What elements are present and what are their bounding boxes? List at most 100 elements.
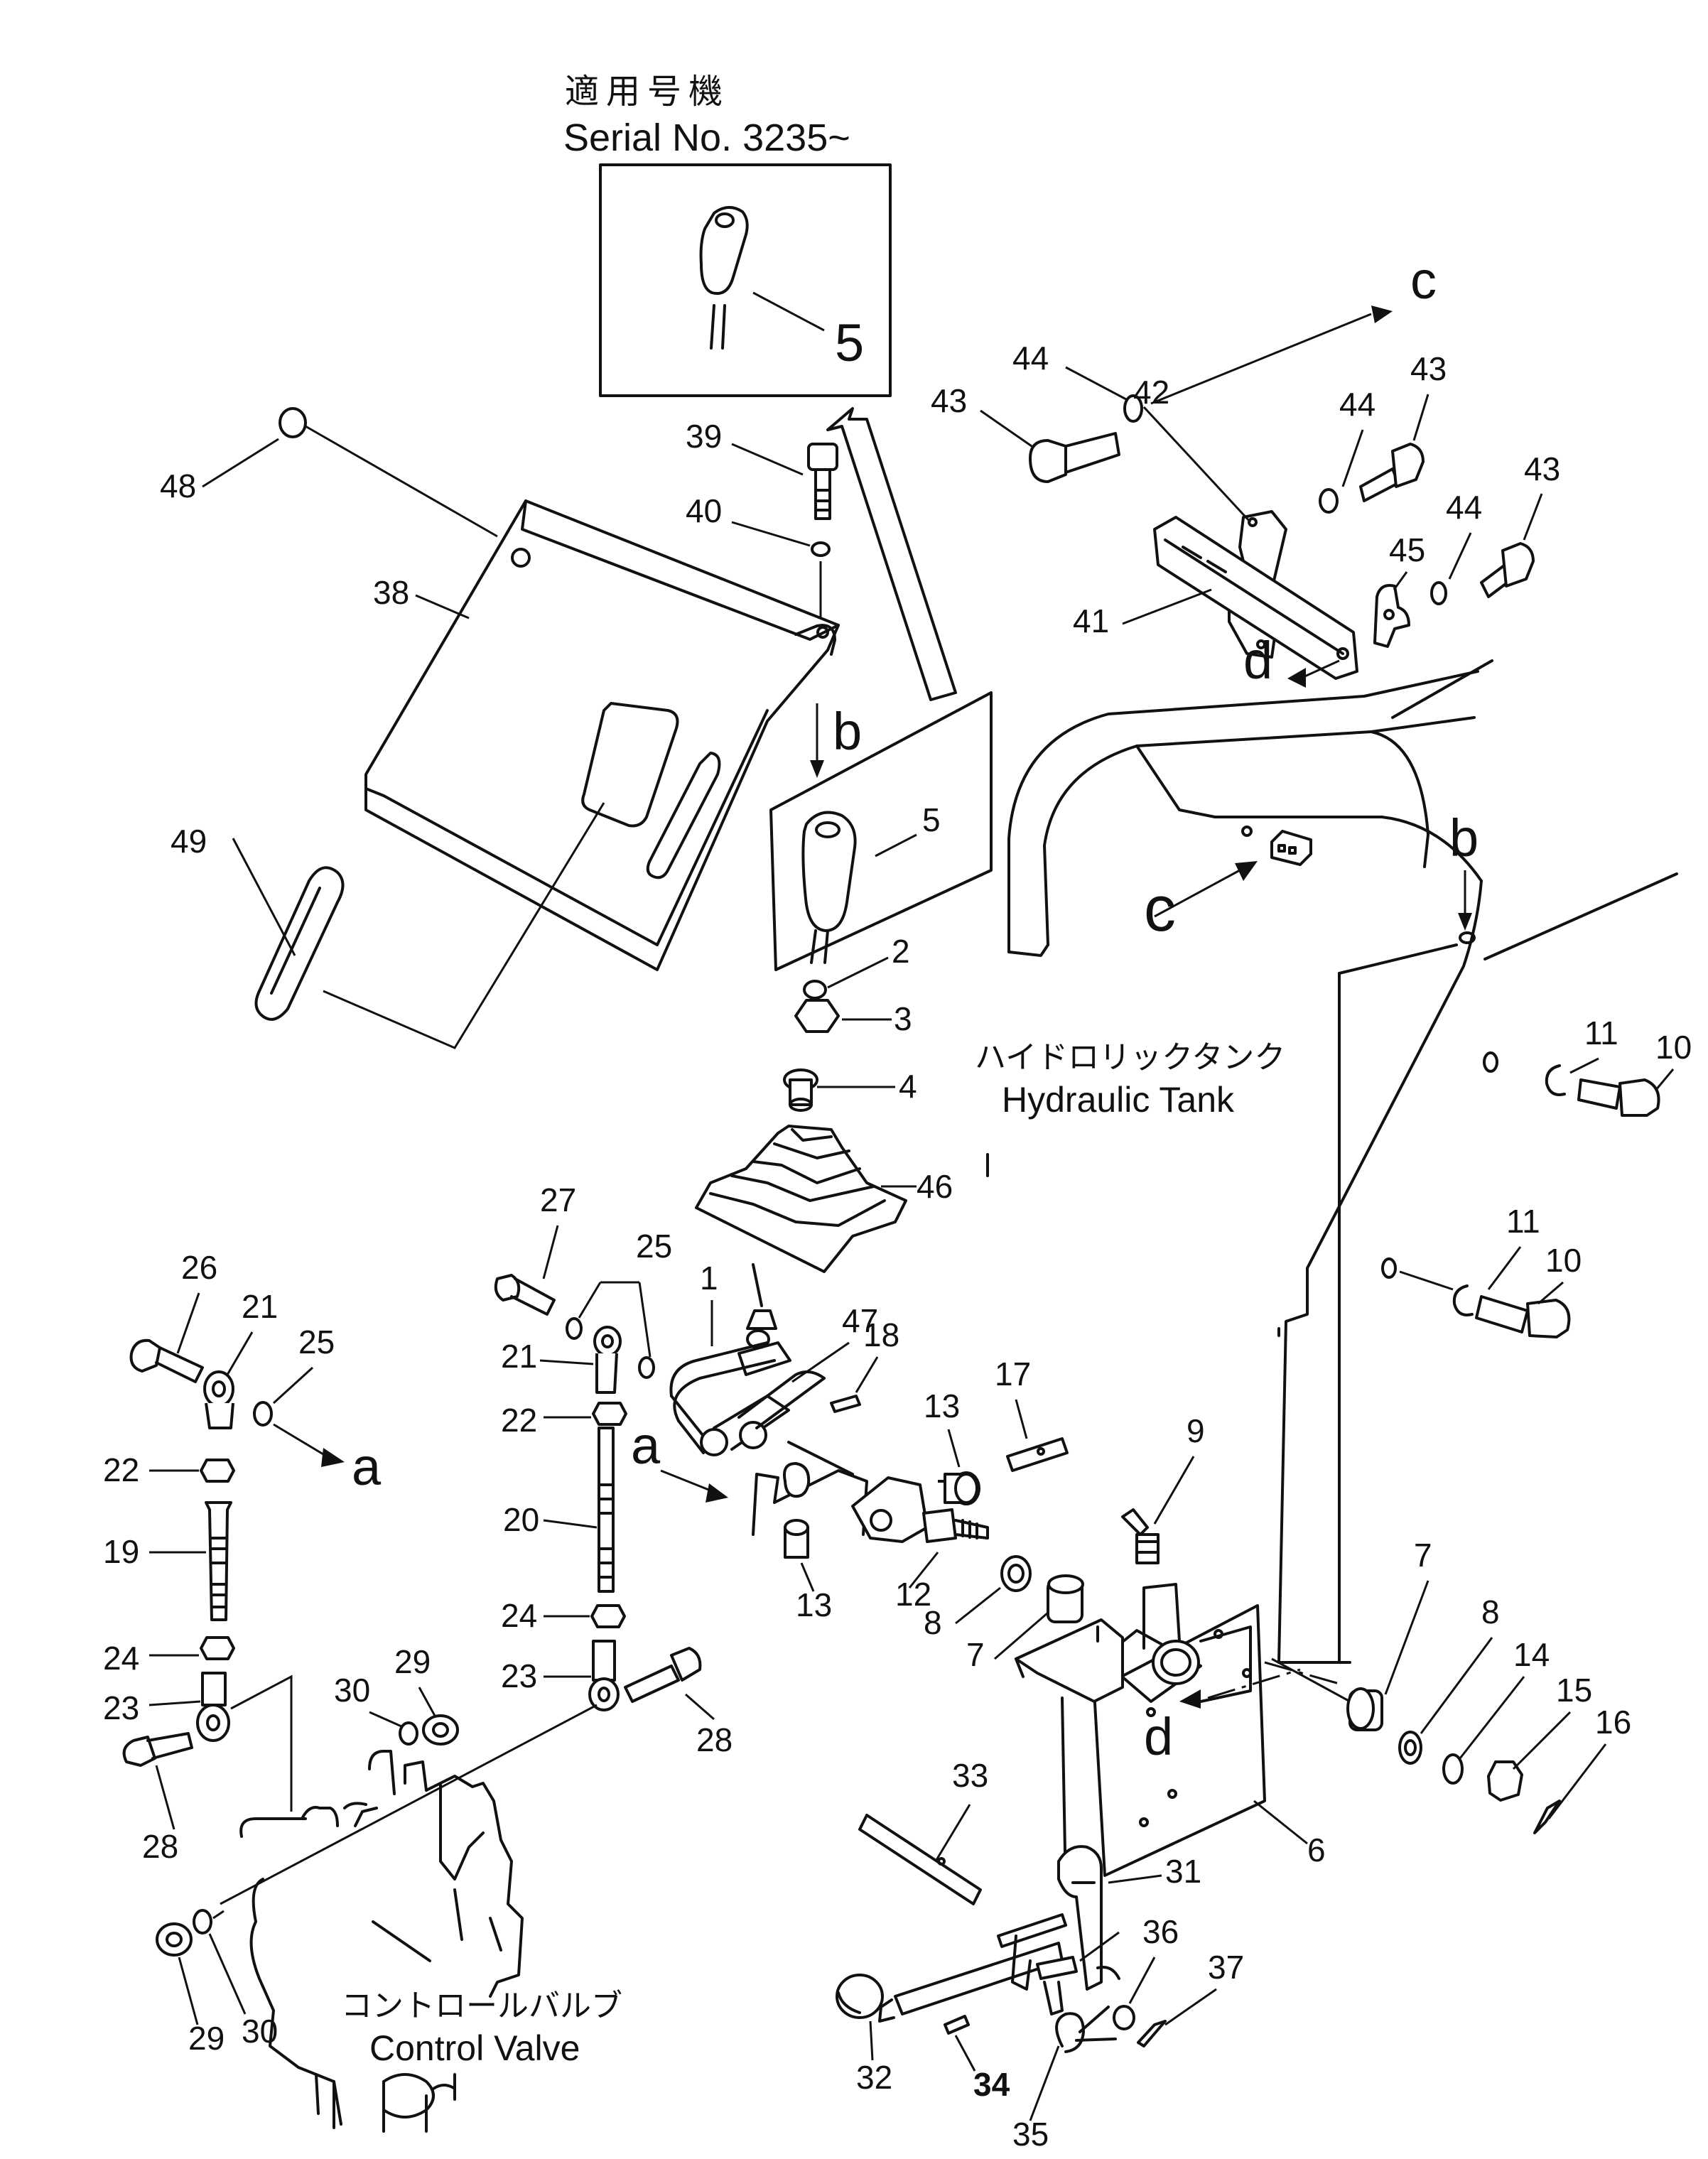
callout-34: 34 xyxy=(973,2066,1010,2103)
callout-44-right: 44 xyxy=(1446,489,1482,526)
callout-44-left: 44 xyxy=(1012,340,1049,377)
letter-c-top: c xyxy=(1410,251,1437,310)
callout-8-right: 8 xyxy=(1481,1593,1500,1630)
pin-33 xyxy=(858,1814,982,1905)
callout-10-lower: 10 xyxy=(1545,1242,1582,1279)
control-valve xyxy=(239,1750,524,2133)
bolt-43-right xyxy=(1480,542,1535,598)
lever-shaft-12 xyxy=(752,1441,989,1543)
callout-17: 17 xyxy=(995,1356,1031,1392)
letter-c-mid: c xyxy=(1144,874,1176,945)
washer-25-left xyxy=(253,1401,273,1427)
bolt-28-left xyxy=(122,1732,193,1767)
bushing-13-upper xyxy=(938,1471,980,1505)
callout-2: 2 xyxy=(892,933,910,970)
callout-23-left: 23 xyxy=(103,1689,139,1726)
callout-9: 9 xyxy=(1187,1412,1205,1449)
callout-29-lower: 29 xyxy=(188,2020,225,2057)
boot-46 xyxy=(695,1125,907,1273)
washer-36 xyxy=(1113,2005,1135,2030)
callout-21-left: 21 xyxy=(242,1288,278,1325)
callout-11-upper: 11 xyxy=(1584,1014,1618,1051)
adapter-4 xyxy=(783,1068,818,1112)
bracket-41 xyxy=(1153,516,1358,680)
callout-6: 6 xyxy=(1307,1831,1326,1868)
pin-small-lower xyxy=(1381,1257,1397,1279)
inset-callout-5: 5 xyxy=(835,313,864,372)
callout-10-upper: 10 xyxy=(1655,1029,1692,1066)
callout-16: 16 xyxy=(1595,1704,1631,1741)
rod-end-21-mid xyxy=(593,1326,622,1394)
callout-23-mid: 23 xyxy=(501,1657,537,1694)
bracket-6 xyxy=(1015,1583,1266,1877)
link-line-valve xyxy=(220,1704,598,1905)
pin-34 xyxy=(944,2015,970,2035)
callout-29-upper: 29 xyxy=(394,1643,431,1680)
callout-32: 32 xyxy=(856,2059,892,2096)
pin-17 xyxy=(1006,1437,1069,1472)
callout-47: 47 xyxy=(842,1302,878,1339)
cover-38 xyxy=(364,499,840,971)
bolt-39 xyxy=(807,443,838,520)
washer-25-mid-b xyxy=(638,1356,655,1379)
callout-41: 41 xyxy=(1073,602,1109,639)
callout-26: 26 xyxy=(181,1249,217,1286)
callout-42: 42 xyxy=(1133,374,1169,411)
callout-24-mid: 24 xyxy=(501,1597,537,1634)
callout-7-right: 7 xyxy=(1414,1537,1432,1574)
callout-45: 45 xyxy=(1389,531,1425,568)
lever-1 xyxy=(669,1263,826,1456)
nut-24-mid xyxy=(590,1604,626,1628)
letter-b-top: b xyxy=(833,702,862,761)
pin-small-upper xyxy=(1483,1051,1498,1073)
washer-14 xyxy=(1442,1753,1464,1785)
bushing-13-lower xyxy=(784,1519,809,1559)
knob-32 xyxy=(836,1974,884,2019)
knob-panel xyxy=(769,691,993,971)
bolt-43-mid xyxy=(1359,443,1425,502)
nut-22-mid xyxy=(592,1402,627,1426)
grip-49 xyxy=(254,866,345,1021)
callout-37: 37 xyxy=(1208,1949,1244,1986)
callout-18: 18 xyxy=(863,1316,899,1353)
callout-5: 5 xyxy=(922,801,941,838)
plug-48 xyxy=(279,407,307,438)
callout-31: 31 xyxy=(1165,1853,1201,1890)
callout-27: 27 xyxy=(540,1181,576,1218)
callout-43-right: 43 xyxy=(1524,450,1560,487)
washer-11-upper xyxy=(1545,1064,1566,1096)
control-valve-label-en: Control Valve xyxy=(369,2028,580,2068)
callout-44-mid: 44 xyxy=(1339,386,1375,423)
callout-38: 38 xyxy=(373,574,409,611)
bushing-7-mid xyxy=(1047,1574,1084,1623)
callout-33: 33 xyxy=(952,1757,988,1794)
applicable-serial-label-jp: 適用号機 xyxy=(565,72,730,112)
callout-21-mid: 21 xyxy=(501,1338,537,1375)
callout-15: 15 xyxy=(1556,1672,1592,1709)
bolt-26 xyxy=(129,1338,204,1383)
bolt-43-left xyxy=(1029,432,1120,483)
rod-19 xyxy=(205,1501,232,1621)
letter-d-top: d xyxy=(1243,631,1272,690)
callout-25-mid: 25 xyxy=(636,1228,672,1265)
callout-3: 3 xyxy=(894,1000,912,1037)
collar-8-right xyxy=(1398,1731,1422,1765)
bolt-10-lower xyxy=(1475,1295,1571,1338)
collar-8-mid xyxy=(1000,1555,1032,1592)
callout-28-left: 28 xyxy=(142,1828,178,1865)
callout-11-lower: 11 xyxy=(1506,1203,1540,1240)
clip-45 xyxy=(1373,584,1410,648)
inset-knob-5 xyxy=(699,206,749,350)
pin-18 xyxy=(830,1395,861,1413)
callout-22-left: 22 xyxy=(103,1451,139,1488)
callout-24-left: 24 xyxy=(103,1640,139,1677)
callout-8-mid: 8 xyxy=(924,1604,942,1641)
callout-36: 36 xyxy=(1142,1913,1179,1950)
serial-number-label: Serial No. 3235~ xyxy=(563,117,850,159)
nut-22-left xyxy=(200,1459,235,1483)
nut-3 xyxy=(794,999,840,1033)
hydraulic-tank-frame xyxy=(986,659,1678,1664)
washer-30-upper xyxy=(399,1721,418,1746)
callout-28-mid: 28 xyxy=(696,1721,733,1758)
callout-22-mid: 22 xyxy=(501,1402,537,1439)
